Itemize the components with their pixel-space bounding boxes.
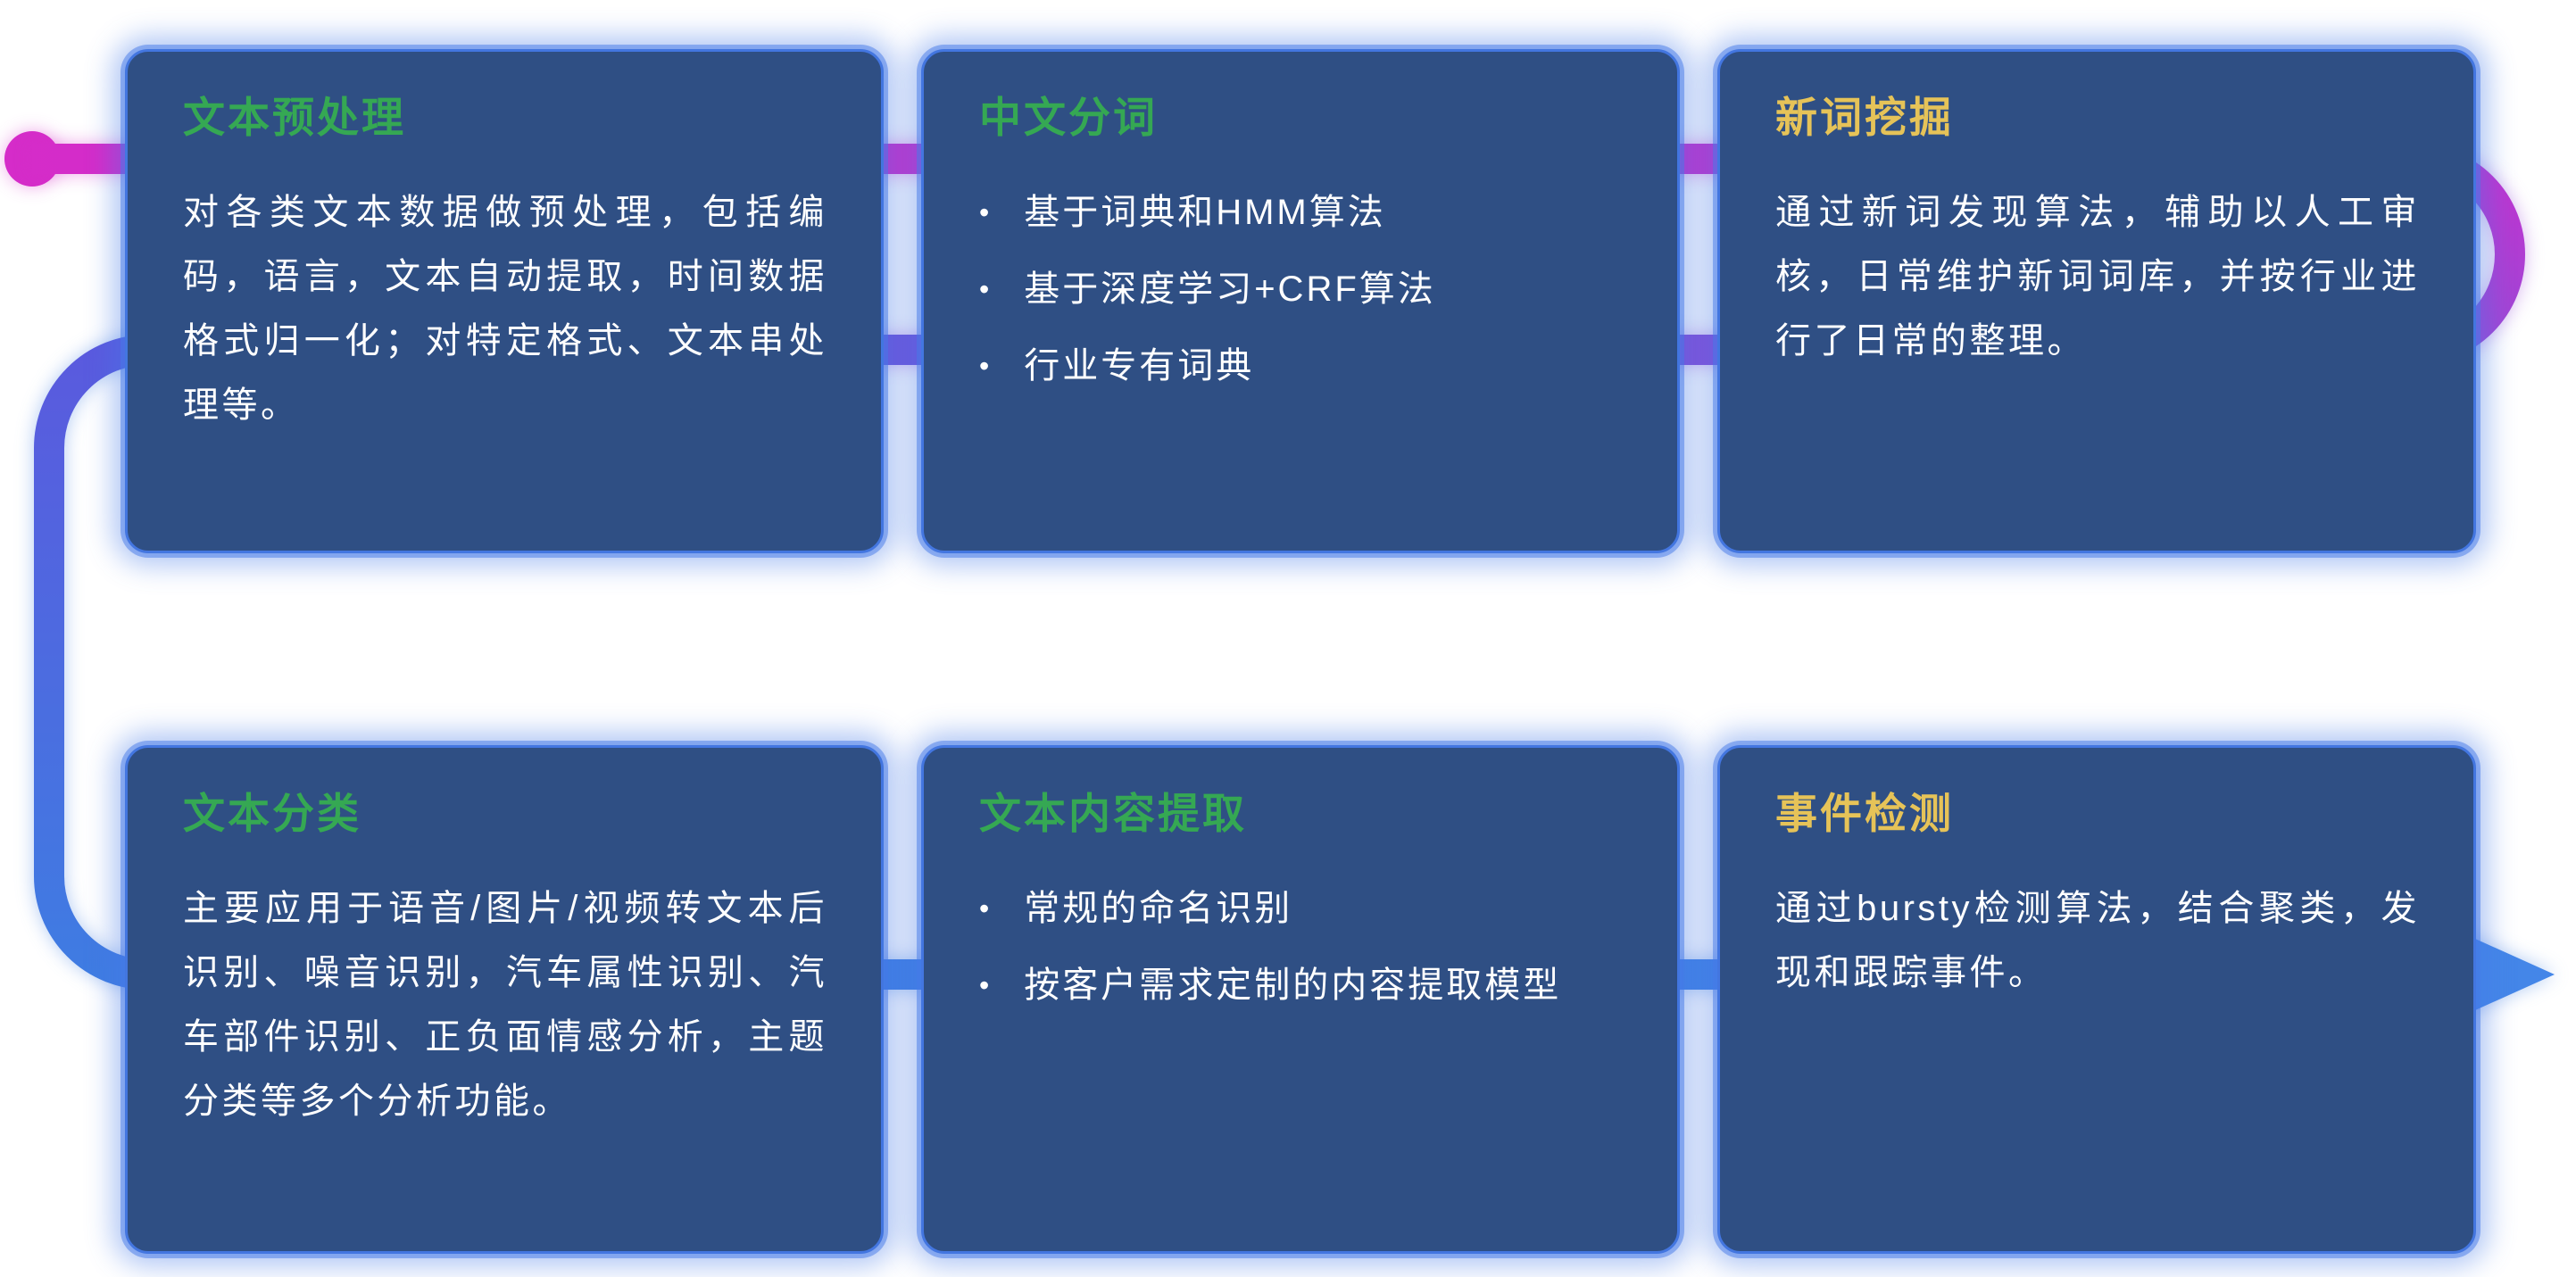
bullet-text: 按客户需求定制的内容提取模型 <box>1024 966 1562 1006</box>
card-body: 通过bursty检测算法，结合聚类，发现和跟踪事件。 <box>1775 889 2420 993</box>
bullet-text: 基于深度学习+CRF算法 <box>1024 269 1436 310</box>
bullet-text: 行业专有词典 <box>1024 346 1255 386</box>
card-body: 主要应用于语音/图片/视频转文本后识别、噪音识别，汽车属性识别、汽车部件识别、正… <box>183 889 827 1122</box>
card-title: 中文分词 <box>979 94 1158 141</box>
card-chinese-word-segmentation: 中文分词 • 基于词典和HMM算法 • 基于深度学习+CRF算法 • 行业专有词… <box>921 49 1680 553</box>
card-event-detection: 事件检测 通过bursty检测算法，结合聚类，发现和跟踪事件。 <box>1717 745 2476 1254</box>
bullet-icon: • <box>979 969 993 1002</box>
card-title: 文本预处理 <box>183 94 406 141</box>
card-text-preprocessing: 文本预处理 对各类文本数据做预处理，包括编码，语言，文本自动提取，时间数据格式归… <box>125 49 884 553</box>
bullet-item: • 基于词典和HMM算法 <box>979 180 1624 245</box>
flow-left-drop <box>34 335 148 990</box>
bullet-item: • 行业专有词典 <box>979 334 1624 398</box>
bullet-icon: • <box>979 273 993 306</box>
bullet-item: • 常规的命名识别 <box>979 876 1624 941</box>
bullet-icon: • <box>979 892 993 925</box>
bullet-icon: • <box>979 196 993 229</box>
bullet-icon: • <box>979 350 993 383</box>
card-text-classification: 文本分类 主要应用于语音/图片/视频转文本后识别、噪音识别，汽车属性识别、汽车部… <box>125 745 884 1254</box>
card-bullet-list: • 常规的命名识别 • 按客户需求定制的内容提取模型 <box>979 876 1624 1017</box>
card-new-word-mining: 新词挖掘 通过新词发现算法，辅助以人工审核，日常维护新词词库，并按行业进行了日常… <box>1717 49 2476 553</box>
card-bullet-list: • 基于词典和HMM算法 • 基于深度学习+CRF算法 • 行业专有词典 <box>979 180 1624 398</box>
card-text-content-extraction: 文本内容提取 • 常规的命名识别 • 按客户需求定制的内容提取模型 <box>921 745 1680 1254</box>
card-title: 文本分类 <box>183 790 361 837</box>
card-body: 通过新词发现算法，辅助以人工审核，日常维护新词词库，并按行业进行了日常的整理。 <box>1775 193 2420 361</box>
card-body: 对各类文本数据做预处理，包括编码，语言，文本自动提取，时间数据格式归一化；对特定… <box>183 193 827 426</box>
bullet-text: 常规的命名识别 <box>1024 889 1293 929</box>
bullet-text: 基于词典和HMM算法 <box>1024 193 1386 233</box>
bullet-item: • 按客户需求定制的内容提取模型 <box>979 953 1624 1017</box>
card-title: 事件检测 <box>1775 790 1954 837</box>
card-title: 文本内容提取 <box>979 790 1247 837</box>
card-title: 新词挖掘 <box>1775 94 1954 141</box>
bullet-item: • 基于深度学习+CRF算法 <box>979 257 1624 321</box>
